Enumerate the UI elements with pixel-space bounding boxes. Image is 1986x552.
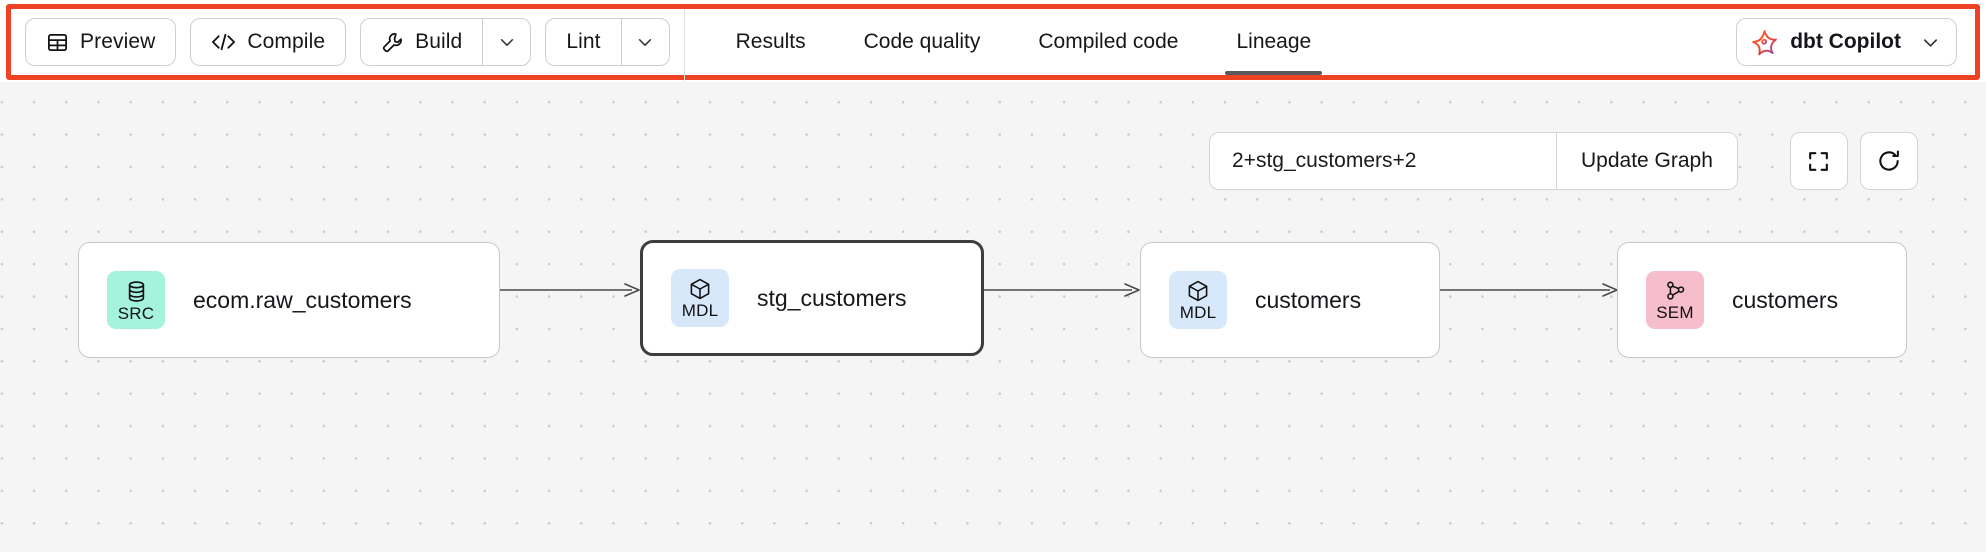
chevron-down-icon — [1921, 33, 1940, 52]
semantic-graph-icon — [1663, 279, 1687, 303]
update-graph-button[interactable]: Update Graph — [1556, 133, 1737, 189]
tab-lineage[interactable]: Lineage — [1207, 9, 1340, 75]
lineage-node-customers-model[interactable]: MDL customers — [1140, 242, 1440, 358]
lineage-node-customers-model-title: customers — [1255, 286, 1362, 313]
dbt-copilot-label: dbt Copilot — [1790, 30, 1901, 53]
lineage-node-stg-customers[interactable]: MDL stg_customers — [640, 240, 984, 356]
node-badge-mdl: MDL — [1169, 271, 1227, 329]
tab-results-label: Results — [735, 30, 806, 53]
tab-compiled-code[interactable]: Compiled code — [1009, 9, 1207, 75]
table-icon — [46, 31, 69, 54]
code-brackets-icon — [211, 31, 236, 53]
refresh-icon — [1876, 148, 1902, 174]
compile-button[interactable]: Compile — [190, 18, 347, 66]
tab-lineage-label: Lineage — [1236, 30, 1312, 53]
build-button-label: Build — [415, 30, 463, 53]
graph-selector-input[interactable] — [1210, 133, 1556, 189]
dbt-copilot-button[interactable]: dbt Copilot — [1736, 18, 1957, 66]
node-badge-src-label: SRC — [117, 303, 155, 323]
refresh-graph-button[interactable] — [1859, 132, 1918, 190]
node-badge-mdl-label: MDL — [1179, 303, 1217, 322]
fullscreen-icon — [1806, 149, 1831, 174]
lineage-node-stg-customers-title: stg_customers — [757, 284, 907, 311]
lineage-canvas[interactable]: Update Graph — [0, 82, 1986, 552]
update-graph-label: Update Graph — [1581, 149, 1713, 172]
toolbar-divider — [683, 9, 685, 85]
toolbar: Preview Compile — [11, 9, 1975, 85]
graph-controls: Update Graph — [1209, 132, 1918, 190]
node-badge-mdl-label: MDL — [681, 301, 719, 320]
tab-code-quality[interactable]: Code quality — [835, 9, 1010, 75]
fit-view-button[interactable] — [1789, 132, 1848, 190]
lint-split-button: Lint — [545, 18, 670, 66]
preview-button-label: Preview — [80, 30, 156, 53]
lineage-node-customers-semantic-title: customers — [1732, 286, 1839, 313]
preview-button[interactable]: Preview — [25, 18, 177, 66]
graph-selector-group: Update Graph — [1209, 132, 1738, 190]
build-dropdown-toggle[interactable] — [482, 19, 530, 65]
lint-button[interactable]: Lint — [546, 19, 620, 65]
lint-button-label: Lint — [566, 30, 601, 53]
database-icon — [124, 279, 149, 304]
wrench-icon — [381, 31, 404, 54]
tab-results[interactable]: Results — [707, 9, 835, 75]
edge-stg-to-customers — [984, 280, 1142, 300]
compile-button-label: Compile — [247, 30, 326, 53]
tab-compiled-code-label: Compiled code — [1038, 30, 1179, 53]
edge-src-to-stg — [500, 280, 642, 300]
build-button[interactable]: Build — [361, 19, 482, 65]
node-badge-mdl: MDL — [671, 269, 729, 327]
cube-icon — [1186, 279, 1210, 303]
tab-bar: Results Code quality Compiled code Linea… — [707, 9, 1341, 75]
lineage-node-source[interactable]: SRC ecom.raw_customers — [78, 242, 500, 358]
lint-dropdown-toggle[interactable] — [620, 19, 669, 65]
node-badge-sem-label: SEM — [1656, 303, 1694, 322]
toolbar-highlight-region: Preview Compile — [6, 4, 1980, 85]
build-split-button: Build — [360, 18, 532, 66]
tab-code-quality-label: Code quality — [863, 30, 981, 53]
edge-customers-to-semantic — [1440, 280, 1620, 300]
node-badge-src: SRC — [107, 271, 165, 329]
dbt-copilot-star-icon — [1751, 29, 1778, 56]
chevron-down-icon — [498, 33, 516, 51]
lineage-node-customers-semantic[interactable]: SEM customers — [1617, 242, 1907, 358]
chevron-down-icon — [636, 33, 654, 51]
lineage-node-source-title: ecom.raw_customers — [193, 286, 412, 313]
cube-icon — [688, 277, 712, 301]
node-badge-sem: SEM — [1646, 271, 1704, 329]
